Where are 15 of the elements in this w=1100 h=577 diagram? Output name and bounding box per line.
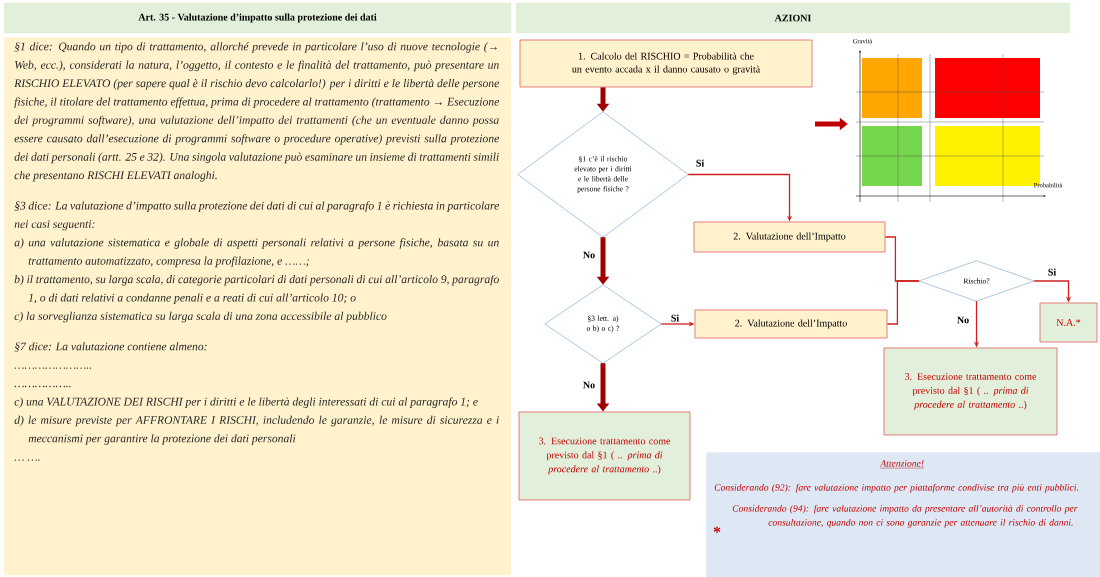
edge-label: Si [1046, 267, 1058, 277]
header-band: Art. 35 - Valutazione d’impatto sulla protezione dei dati [3, 2, 512, 34]
footnote-mark: * [713, 526, 721, 533]
edge-label: Si [694, 158, 706, 168]
result-box: N.A.* [1039, 302, 1098, 343]
header-band: AZIONI [515, 2, 1071, 34]
result-box: 3. Esecuzione trattamento come previsto dal §1 ( .. prima di procedere al trattamento ..) [518, 411, 691, 501]
process-box: 2. Valutazione dell’Impatto [693, 221, 886, 253]
edge-label: No [955, 315, 971, 325]
process-box: 2. Valutazione dell’Impatto [694, 309, 888, 339]
edge-label: Si [669, 313, 681, 323]
result-box: 3. Esecuzione trattamento come previsto dal §1 ( .. prima di procedere al trattamento ..) [883, 347, 1058, 436]
text-panel: §1 dice: Quando un tipo di trattamento, allorché prevede in particolare l’uso di nuove tecnologie (→ Web, ecc.), considerati la natura, l’oggetto, il contesto e le finalità del trattamento, può presentare un RISCHIO ELEVATO (per sapere qual è il rischio devo calcolarlo!) per i diritti e le libertà delle persone fisiche, il titolare del trattamento effettua, prima di procedere al trattamento (trattamento → Esecuzione dei programmi software), una valutazione dell’impatto dei trattamenti (che un eventuale danno possa essere causato dall’esecuzione di programmi software o procedure operative) previsti sulla protezione dei dati personali (artt. 25 e 32). Una singola valutazione può esaminare un insieme di trattamenti simili che presentano RISCHI ELEVATI analoghi. §3 dice: La valutazione d’impatto sulla protezione dei dati di cui al paragrafo 1 è richiesta in particolare nei casi seguenti: a) una valutazione sistematica e globale di aspetti personali relativi a persone fisiche, basata su un trattamento automatizzato, compresa la profilazione, e ……; b) il trattamento, su larga scala, di categorie particolari di dati personali di cui all’articolo 9, paragrafo 1, o di dati relativi a condanne penali e a reati di cui all’articolo 10; o c) la sorveglianza sistematica su larga scala di una zona accessibile al pubblico §7 dice: La valutazione contiene almeno: ………………….. …………….. c) una VALUTAZIONE DEI RISCHI per i diritti e le libertà degli interessati di cui al paragrafo 1; e d) le misure previste per AFFRONTARE I RISCHI, includendo le garanzie, le misure di sicurezza e i meccanismi per garantire la protezione dei dati personali … …. [4, 37, 512, 576]
edge-label: No [581, 380, 597, 390]
edge-label: No [581, 250, 597, 260]
